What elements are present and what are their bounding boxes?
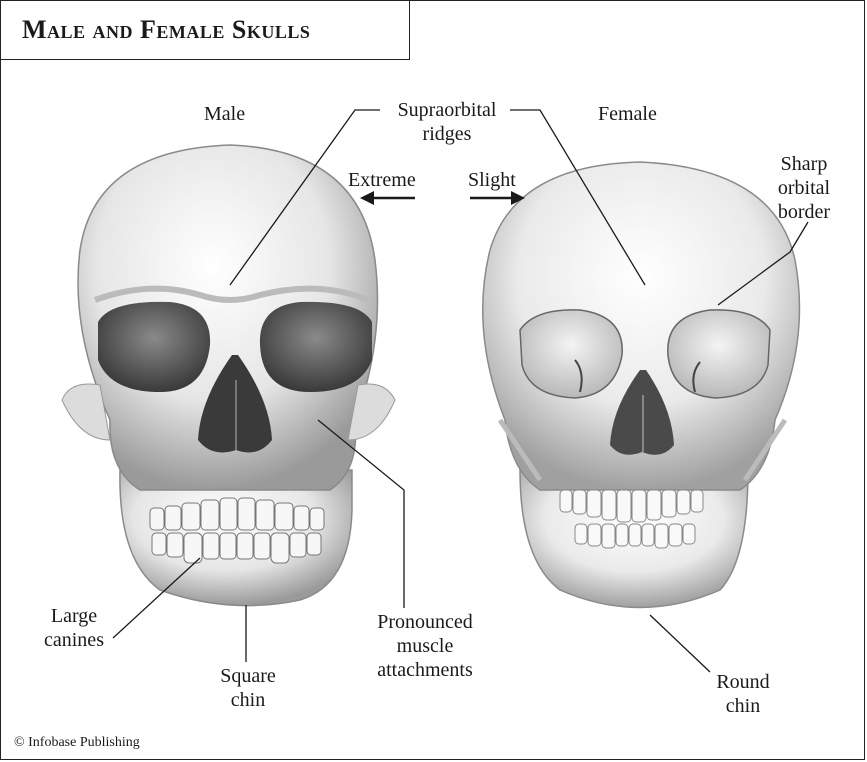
- leader-round-chin: [650, 615, 710, 672]
- copyright-credit: © Infobase Publishing: [14, 735, 140, 751]
- female-skull: [483, 162, 800, 608]
- label-round-chin: Round chin: [707, 670, 779, 718]
- arrow-extreme: [360, 191, 415, 205]
- label-square-chin: Square chin: [212, 664, 284, 712]
- label-female: Female: [598, 102, 657, 126]
- label-slight: Slight: [468, 168, 516, 192]
- label-extreme: Extreme: [348, 168, 416, 192]
- male-skull: [62, 145, 395, 606]
- label-male: Male: [204, 102, 245, 126]
- label-sharp-orbital-border: Sharp orbital border: [762, 152, 846, 224]
- label-large-canines: Large canines: [34, 604, 114, 652]
- label-pronounced-muscle-attachments: Pronounced muscle attachments: [360, 610, 490, 682]
- label-supraorbital-ridges: Supraorbital ridges: [380, 98, 514, 146]
